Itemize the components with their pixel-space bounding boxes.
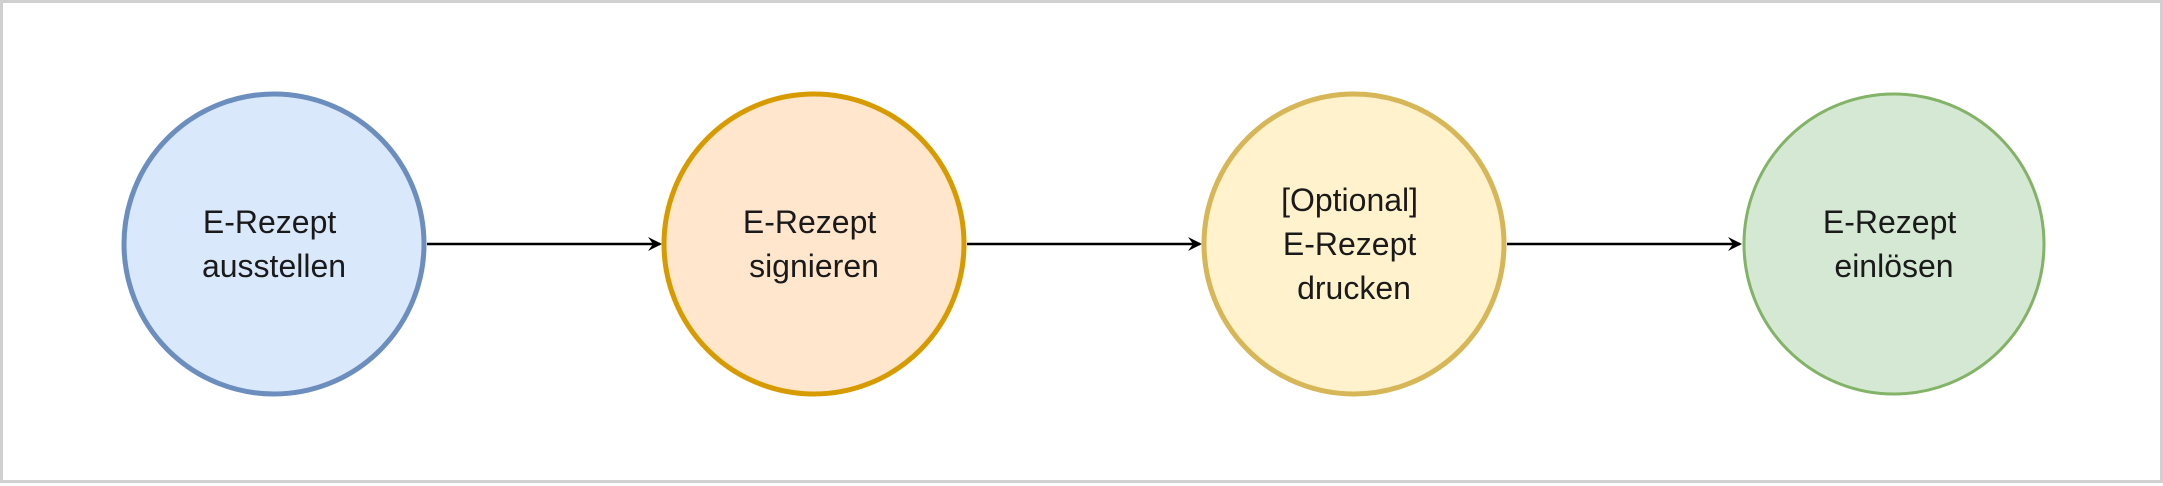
node-einloesen[interactable]: E-Rezept einlösen: [1742, 92, 2046, 396]
node-drucken[interactable]: [Optional] E-Rezept drucken: [1201, 91, 1507, 397]
node-drucken-line-3: drucken: [1297, 270, 1411, 306]
node-signieren-line-2: signieren: [749, 248, 879, 284]
node-ausstellen[interactable]: E-Rezept ausstellen: [121, 91, 427, 397]
node-drucken-line-1: [Optional]: [1281, 182, 1418, 218]
node-signieren-line-1: E-Rezept: [743, 204, 877, 240]
node-signieren[interactable]: E-Rezept signieren: [661, 91, 967, 397]
node-signieren-circle: [661, 91, 967, 397]
node-signieren-label: E-Rezept signieren: [743, 204, 885, 284]
node-einloesen-line-2: einlösen: [1834, 248, 1953, 284]
node-einloesen-label: E-Rezept einlösen: [1823, 204, 1965, 284]
node-ausstellen-line-1: E-Rezept: [203, 204, 337, 240]
node-drucken-label: [Optional] E-Rezept drucken: [1281, 182, 1427, 306]
node-ausstellen-circle: [121, 91, 427, 397]
node-drucken-line-2: E-Rezept: [1283, 226, 1417, 262]
node-einloesen-circle: [1742, 92, 2046, 396]
node-drucken-circle: [1201, 91, 1507, 397]
node-ausstellen-label: E-Rezept ausstellen: [202, 204, 346, 284]
flow-diagram: E-Rezept ausstellen E-Rezept signieren […: [121, 91, 2046, 397]
node-ausstellen-line-2: ausstellen: [202, 248, 346, 284]
node-einloesen-line-1: E-Rezept: [1823, 204, 1957, 240]
